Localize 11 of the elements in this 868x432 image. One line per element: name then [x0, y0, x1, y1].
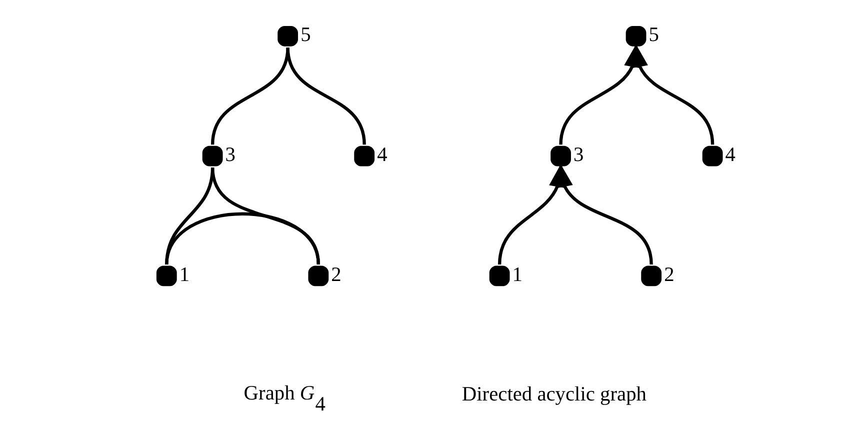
- node-label: 1: [512, 264, 522, 286]
- node-label: 2: [664, 264, 674, 286]
- node-label: 2: [330, 264, 341, 286]
- node-label: 1: [178, 264, 190, 286]
- node-label: 4: [376, 144, 387, 166]
- node-label: 5: [300, 24, 310, 46]
- node-label: 3: [224, 144, 236, 166]
- node-label: 3: [573, 144, 584, 166]
- node-label: 4: [724, 144, 736, 166]
- label: Directed acyclic graph: [461, 384, 646, 406]
- node-label: 5: [648, 24, 658, 46]
